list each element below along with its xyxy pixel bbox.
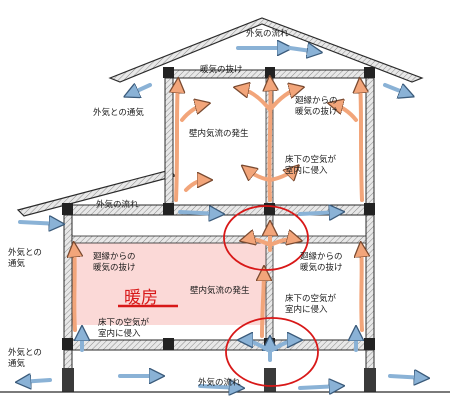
label-lower-left-floor-in: 床下の空気が 室内に侵入	[98, 318, 150, 339]
warm-air-arrows	[74, 80, 362, 338]
label-lower-right-floor-in: 床下の空気が 室内に侵入	[285, 294, 337, 315]
highlight-circle-floor	[225, 317, 319, 387]
label-bottom-outside-flow: 外気の流れ	[198, 378, 241, 388]
highlight-circle-ceiling	[223, 205, 309, 271]
label-left-outside-vent-mid: 外気との 通気	[8, 248, 42, 269]
label-upper-room-right-exhaust: 廻縁からの 暖気の抜け	[295, 96, 338, 117]
label-left-outside-vent-bottom: 外気との 通気	[8, 348, 42, 369]
label-lower-right-exhaust: 廻縁からの 暖気の抜け	[300, 252, 343, 273]
label-upper-wall-flow: 壁内気流の発生	[189, 129, 249, 139]
beam-blocks	[62, 67, 375, 350]
wall-left-lower	[63, 204, 73, 391]
foundation-center	[264, 368, 276, 392]
ground-floor	[63, 339, 375, 351]
label-heating: 暖房	[124, 288, 158, 308]
label-roof-outside-flow: 外気の流れ	[246, 29, 289, 39]
heated-room-area	[72, 243, 272, 325]
label-upper-floor-air-in: 床下の空気が 室内に侵入	[285, 155, 337, 176]
wall-left-upper	[164, 69, 174, 211]
lower-ceiling	[71, 235, 367, 244]
label-middle-outside-flow: 外気の流れ	[96, 200, 139, 210]
foundation-right	[364, 368, 376, 392]
cool-air-arrows	[20, 48, 425, 388]
label-lower-wall-flow: 壁内気流の発生	[190, 286, 250, 296]
upper-roof	[108, 17, 424, 83]
label-lower-left-exhaust: 廻縁からの 暖気の抜け	[93, 252, 136, 273]
label-upper-left-ventilation: 外気との通気	[93, 108, 144, 118]
label-attic-exhaust: 暖気の抜け	[200, 65, 243, 75]
foundation-left	[62, 368, 74, 392]
